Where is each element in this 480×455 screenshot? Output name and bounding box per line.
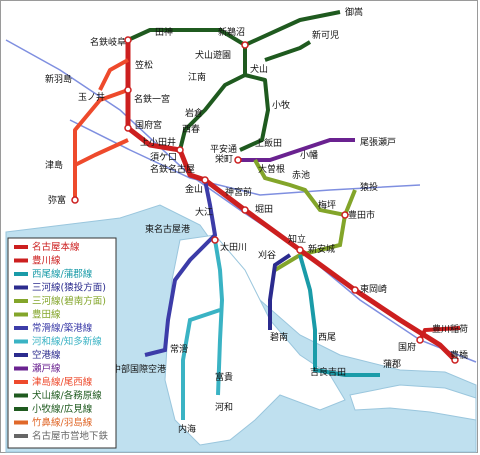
legend-item-label: 空港線 <box>32 349 61 361</box>
label-chubu-airport: 中部国際空港 <box>112 363 166 375</box>
bisai-line <box>73 58 129 200</box>
label-nagoya: 名鉄名古屋 <box>150 163 195 175</box>
tokoname-line <box>144 179 218 357</box>
label-inuyama-yuen: 犬山遊園 <box>195 49 231 61</box>
label-kamagori: 蒲郡 <box>383 358 401 370</box>
label-tahara: 田神 <box>155 26 173 38</box>
label-chiryu: 知立 <box>288 233 306 245</box>
label-iwakura: 岩倉 <box>185 107 203 119</box>
label-tamanoi: 玉ノ井 <box>78 91 105 103</box>
legend-item-label: 常滑線/築港線 <box>32 322 93 334</box>
legend-item-label: 豊田線 <box>32 309 61 321</box>
label-kamiiida: 上飯田 <box>255 137 282 149</box>
label-meitetsu-gifu: 名鉄岐阜 <box>90 36 126 48</box>
kowa-line <box>213 239 225 396</box>
label-hekinan: 碧南 <box>270 331 288 343</box>
jr-line <box>5 39 477 363</box>
label-tokoname-ko: 東名古屋港 <box>145 223 190 235</box>
label-komaki: 小牧 <box>272 99 290 111</box>
label-meitetsu-ichinomiya: 名鉄一宮 <box>134 93 170 105</box>
legend-item-label: 瀬戸線 <box>32 363 61 375</box>
label-umetsubo: 梅坪 <box>318 199 336 211</box>
legend-item-label: 三河線(猿投方面) <box>32 282 106 294</box>
label-heian-dori: 平安通 <box>210 143 237 155</box>
label-tsushima: 津島 <box>45 159 63 171</box>
label-toyohashi: 豊橋 <box>450 349 468 361</box>
nishio-line <box>298 254 380 377</box>
label-inuyama: 犬山 <box>250 63 268 75</box>
label-kanayama: 金山 <box>185 183 203 195</box>
seto-line <box>238 138 355 162</box>
label-kozoji: 小幡 <box>300 149 318 161</box>
legend-item-label: 名古屋市営地下鉄 <box>32 430 109 442</box>
legend-item-label: 名古屋本線 <box>32 241 80 253</box>
label-kamiotai: 上小田井 <box>140 136 176 148</box>
label-okuda: 常滑 <box>170 343 188 355</box>
label-kiyosu: 須ケ口 <box>150 152 177 163</box>
legend-item-label: 西尾線/蒲郡線 <box>32 268 93 280</box>
label-kira-yoshida: 吉良吉田 <box>310 366 346 378</box>
legend-item-label: 河和線/知多新線 <box>32 336 102 348</box>
inuyama-line <box>127 10 341 152</box>
label-ota: 大江 <box>195 206 213 218</box>
label-otagawa: 太田川 <box>220 241 247 253</box>
legend-item-label: 豊川線 <box>32 255 61 267</box>
label-kariya: 刈谷 <box>258 249 276 261</box>
label-higashi-okazaki: 東岡崎 <box>360 283 387 295</box>
legend-item-label: 竹鼻線/羽島線 <box>32 417 93 429</box>
label-sanage: 猿投 <box>360 181 378 193</box>
label-owari-seto: 尾張瀬戸 <box>360 136 396 148</box>
label-toyokawa-inari: 豊川稲荷 <box>432 323 468 335</box>
label-saikakuji: 西春 <box>182 123 200 135</box>
label-shin-kano: 新鵜沼 <box>218 26 245 38</box>
legend-item-label: 津島線/尾西線 <box>32 376 93 388</box>
label-kasamatsu: 笠松 <box>135 59 153 71</box>
nagoya-main-line <box>125 40 457 362</box>
mikawa-branch <box>268 253 292 330</box>
atsumi-land <box>349 384 477 421</box>
legend-item-label: 小牧線/広見線 <box>32 403 93 415</box>
legend-item-label: 三河線(碧南方面) <box>32 295 106 307</box>
label-ozone: 大曽根 <box>258 163 285 175</box>
label-konan: 江南 <box>188 71 206 83</box>
label-utsumi: 内海 <box>178 423 196 435</box>
station-markers <box>71 36 459 364</box>
label-sakae-machi: 栄町 <box>215 153 233 165</box>
label-yatomi: 弥富 <box>48 194 66 206</box>
label-kou: 国府 <box>398 341 416 353</box>
station-labels: 名鉄岐阜 田神 新鵜沼 新可児 御嵩 犬山遊園 犬山 笠松 新羽島 玉ノ井 名鉄… <box>45 6 468 435</box>
label-nishio: 西尾 <box>318 332 336 343</box>
legend-item-label: 犬山線/各務原線 <box>32 390 102 402</box>
label-kokufumiya: 国府宮 <box>135 119 162 131</box>
chita-peninsula <box>164 234 346 446</box>
chita-new-line <box>181 308 221 420</box>
label-horita: 堀田 <box>255 204 273 215</box>
label-mitake: 御嵩 <box>345 6 363 18</box>
label-akaike: 赤池 <box>292 169 310 181</box>
label-jingumae: 神宮前 <box>225 186 252 198</box>
label-toyotashi: 豊田市 <box>348 209 375 221</box>
label-shin-hashima: 新羽島 <box>45 73 72 85</box>
label-shin-kani: 新可児 <box>312 29 339 41</box>
label-tomigi: 富貴 <box>215 371 233 383</box>
mikawa-line <box>273 214 347 272</box>
label-kowa: 河和 <box>215 401 233 413</box>
label-shin-anjo: 新安城 <box>308 243 335 255</box>
